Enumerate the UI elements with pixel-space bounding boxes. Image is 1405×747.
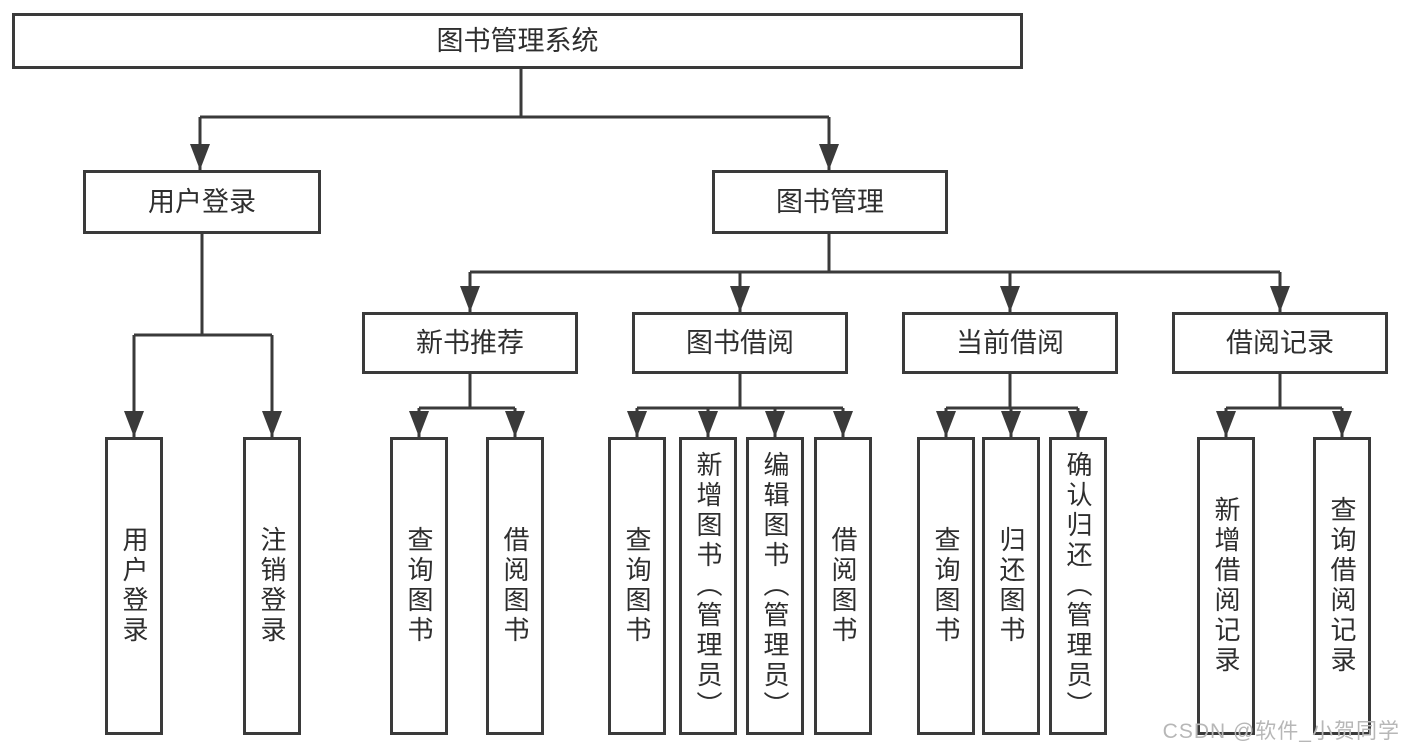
node-root: 图书管理系统 <box>12 13 1023 69</box>
leaf-cb-return-book-label: 归还图书 <box>996 526 1026 646</box>
leaf-bb-edit-book-admin: 编辑图书（管理员） <box>746 437 804 735</box>
node-new-book-recommend-label: 新书推荐 <box>416 327 524 358</box>
leaf-cb-confirm-return-admin-label: 确认归还（管理员） <box>1063 451 1093 721</box>
leaf-bb-add-book-admin-label: 新增图书（管理员） <box>693 451 723 721</box>
leaf-nbr-borrow-book-label: 借阅图书 <box>500 526 530 646</box>
leaf-cb-query-book: 查询图书 <box>917 437 975 735</box>
leaf-nbr-borrow-book: 借阅图书 <box>486 437 544 735</box>
watermark: CSDN @软件_小贺同学 <box>1162 720 1400 743</box>
node-book-management-label: 图书管理 <box>776 186 884 217</box>
leaf-nbr-query-book: 查询图书 <box>390 437 448 735</box>
leaf-user-login: 用户登录 <box>105 437 163 735</box>
leaf-br-query-record-label: 查询借阅记录 <box>1327 496 1357 676</box>
leaf-nbr-query-book-label: 查询图书 <box>404 526 434 646</box>
leaf-bb-borrow-book-label: 借阅图书 <box>828 526 858 646</box>
leaf-bb-edit-book-admin-label: 编辑图书（管理员） <box>760 451 790 721</box>
node-current-borrow-label: 当前借阅 <box>956 327 1064 358</box>
leaf-br-query-record: 查询借阅记录 <box>1313 437 1371 735</box>
leaf-bb-add-book-admin: 新增图书（管理员） <box>679 437 737 735</box>
node-root-label: 图书管理系统 <box>436 25 599 56</box>
node-book-borrow: 图书借阅 <box>632 312 848 374</box>
node-book-management: 图书管理 <box>712 170 948 234</box>
leaf-logout-login-label: 注销登录 <box>257 526 287 646</box>
node-borrow-records-label: 借阅记录 <box>1226 327 1334 358</box>
node-current-borrow: 当前借阅 <box>902 312 1118 374</box>
leaf-cb-query-book-label: 查询图书 <box>931 526 961 646</box>
leaf-br-add-record-label: 新增借阅记录 <box>1211 496 1241 676</box>
leaf-cb-return-book: 归还图书 <box>982 437 1040 735</box>
node-user-login: 用户登录 <box>83 170 321 234</box>
leaf-logout-login: 注销登录 <box>243 437 301 735</box>
leaf-bb-query-book-label: 查询图书 <box>622 526 652 646</box>
node-user-login-label: 用户登录 <box>148 186 256 217</box>
node-book-borrow-label: 图书借阅 <box>686 327 794 358</box>
leaf-cb-confirm-return-admin: 确认归还（管理员） <box>1049 437 1107 735</box>
leaf-bb-query-book: 查询图书 <box>608 437 666 735</box>
node-borrow-records: 借阅记录 <box>1172 312 1388 374</box>
leaf-br-add-record: 新增借阅记录 <box>1197 437 1255 735</box>
node-new-book-recommend: 新书推荐 <box>362 312 578 374</box>
leaf-bb-borrow-book: 借阅图书 <box>814 437 872 735</box>
leaf-user-login-label: 用户登录 <box>119 526 149 646</box>
